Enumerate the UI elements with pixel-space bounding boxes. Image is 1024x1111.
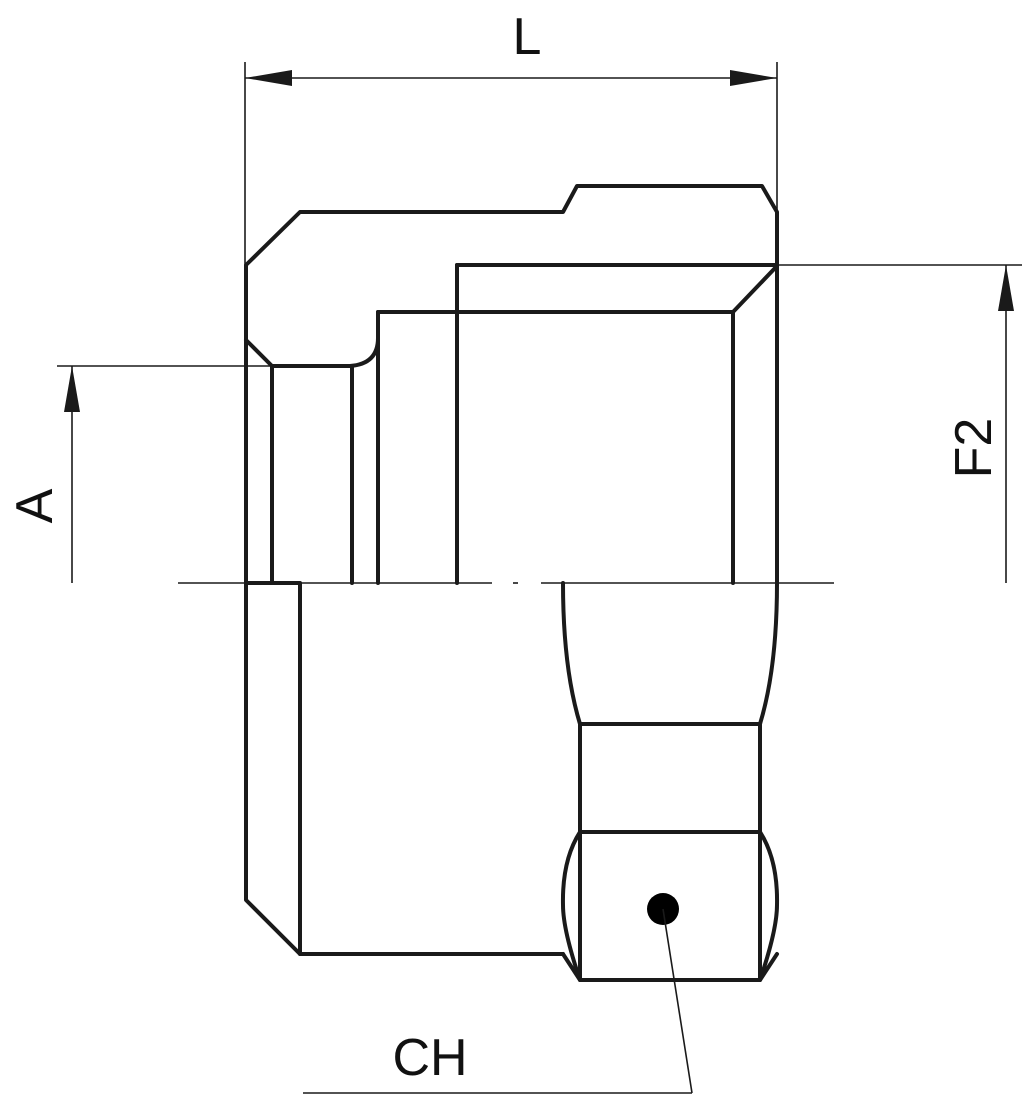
- hex-callout: CH: [303, 893, 693, 1094]
- label-a: A: [6, 488, 64, 523]
- leader-line: [662, 908, 693, 1094]
- label-ch: CH: [392, 1029, 467, 1087]
- outer-profile: [244, 184, 779, 585]
- dimension-length: L: [244, 8, 778, 265]
- label-length: L: [513, 8, 542, 66]
- arrowhead-right: [730, 70, 777, 86]
- dimension-a: A: [6, 365, 272, 583]
- hex-outline-left: [560, 581, 582, 982]
- arrowhead-f2: [998, 265, 1014, 311]
- lower-external-view: [244, 581, 780, 982]
- label-f2: F2: [945, 418, 1003, 479]
- spigot-step: [244, 581, 302, 956]
- upper-section-view: [244, 184, 779, 585]
- hex-base: [561, 952, 779, 982]
- inner-bore-profile: [244, 264, 779, 368]
- arrowhead-a: [64, 366, 80, 412]
- hex-outline-right: [758, 581, 780, 982]
- arrowhead-left: [245, 70, 292, 86]
- spigot-body: [244, 581, 565, 956]
- dimension-f2: F2: [777, 264, 1022, 583]
